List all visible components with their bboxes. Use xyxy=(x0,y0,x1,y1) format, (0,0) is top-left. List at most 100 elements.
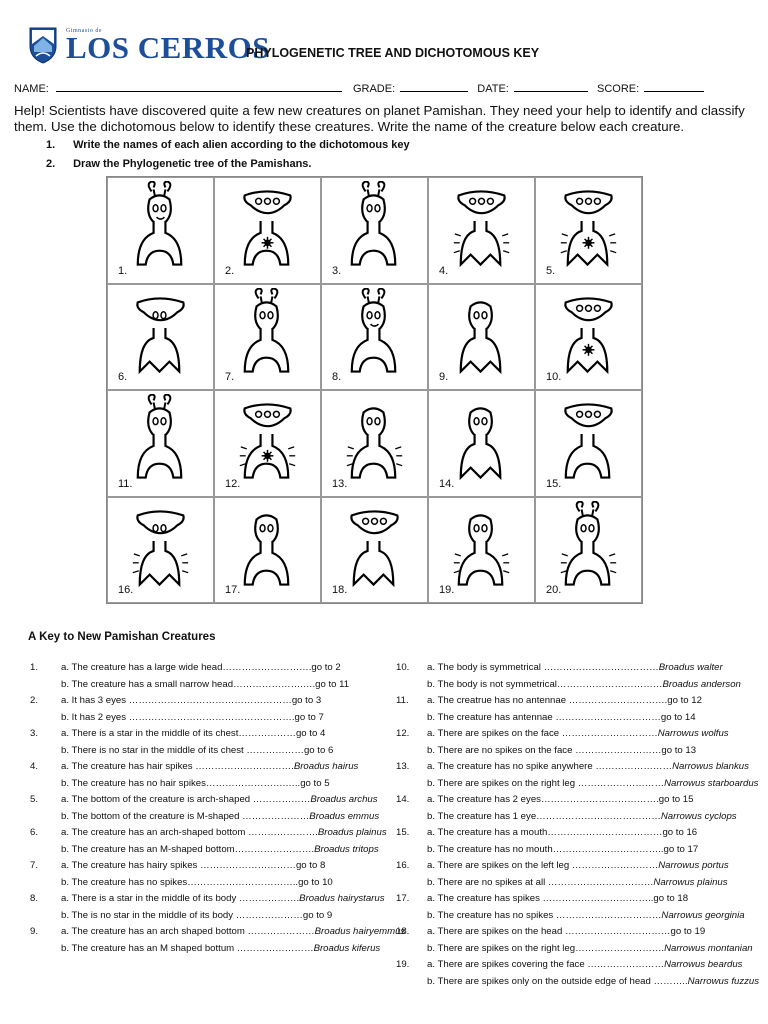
key-entry-text: a. The bottom of the creature is arch-sh… xyxy=(61,792,378,809)
creature-drawing-icon xyxy=(459,300,502,374)
creature-number: 9. xyxy=(439,371,449,383)
key-entry-number: 14. xyxy=(396,794,410,805)
key-entry-statement: b. There are spikes on the right leg…………… xyxy=(427,942,665,954)
species-name: Narrowus blankus xyxy=(672,761,749,772)
key-entry-number: 3. xyxy=(30,728,39,739)
species-name: Broadus anderson xyxy=(662,678,741,690)
key-entry-statement: b. There are spikes on the right leg ………… xyxy=(427,777,665,789)
key-entry-text: a. The body is symmetrical ………………………………B… xyxy=(427,660,723,677)
instruction-number: 2. xyxy=(46,158,56,170)
species-name: Narrowus plainus xyxy=(653,876,728,888)
date-field[interactable] xyxy=(513,91,588,92)
key-entry-text: b. The creature has a small narrow head…… xyxy=(61,677,349,694)
key-entry-text: a. There are spikes on the left leg …………… xyxy=(427,858,729,875)
key-entry-text: a. There are spikes on the head ……………………… xyxy=(427,924,705,941)
species-name: Narrowus starboardus xyxy=(664,777,759,789)
species-name: Narrowus portus xyxy=(658,860,729,871)
key-entry-statement: a. The creature has an arch shaped botto… xyxy=(61,926,315,937)
key-entry-text: b. The creature has 1 eye…………………………………Na… xyxy=(427,809,737,826)
creature-drawing-icon xyxy=(243,190,292,266)
key-entry: 15.a. The creature has a mouth…………………………… xyxy=(396,825,756,842)
creature-drawing-icon xyxy=(564,296,613,374)
key-entry-text: b. The bottom of the creature is M-shape… xyxy=(61,809,379,826)
key-entry: b. There are no spikes on the face ……………… xyxy=(396,743,756,760)
key-entry: b. The creature has no hair spikes………………… xyxy=(30,776,390,793)
key-entry-statement: a. The bottom of the creature is arch-sh… xyxy=(61,794,311,805)
key-entry-text: b. It has 2 eyes …………………………………………….go to… xyxy=(61,710,324,727)
key-entry-text: a. The creature has 2 eyes……………………………….g… xyxy=(427,792,693,809)
creature-cell: 3. xyxy=(321,177,428,284)
key-entry-statement: a. There are spikes on the head ……………………… xyxy=(427,926,706,937)
name-field[interactable] xyxy=(55,91,342,92)
species-name: Narrowus fuzzus xyxy=(687,975,760,987)
school-crest-icon xyxy=(29,27,57,64)
key-entry-number: 5. xyxy=(30,794,39,805)
key-entry-statement: a. There is a star in the middle of its … xyxy=(61,893,300,904)
key-entry-text: b. The creature has no spikes …………………………… xyxy=(427,908,745,925)
creature-number: 11. xyxy=(118,477,133,490)
key-entry: 14. a. The creature has 2 eyes……………………………… xyxy=(396,792,756,809)
creature-cell: 11. xyxy=(107,390,214,497)
key-entry-text: b. The creature has no mouth…………………………….… xyxy=(427,842,698,859)
key-entry-text: b. There is no star in the middle of its… xyxy=(61,743,333,760)
key-entry-statement: a. The body is symmetrical ……………………………… xyxy=(427,662,659,673)
key-entry-text: b. The creature has no spikes……………………………… xyxy=(61,875,333,892)
key-entry: b. The creature has an M shaped bottum …… xyxy=(30,941,390,958)
date-label: DATE: xyxy=(477,83,509,95)
page-header: Gimnasio de Los Cerros PHYLOGENETIC TREE… xyxy=(28,26,748,66)
creature-number: 5. xyxy=(546,264,556,277)
key-entry: 1.a. The creature has a large wide head…… xyxy=(30,660,390,677)
key-entry: 19.a. There are spikes covering the face… xyxy=(396,957,756,974)
key-entry-text: a. The creature has spikes ……………………………..… xyxy=(427,891,688,908)
key-entry: b. The creature has an M-shaped bottom……… xyxy=(30,842,390,859)
creature-number: 12. xyxy=(225,477,241,490)
creature-cell: 9. xyxy=(428,283,535,390)
key-entry-statement: a. The creature has hair spikes ……………………… xyxy=(61,761,294,772)
key-entry-statement: a. The creature has a large wide head………… xyxy=(61,662,341,673)
instruction-number: 1. xyxy=(46,139,56,151)
logo-word-los: Los xyxy=(66,30,130,65)
creature-number: 10. xyxy=(546,371,562,383)
grade-field[interactable] xyxy=(400,91,469,92)
creature-cell: 16. xyxy=(107,496,214,603)
creature-drawing-icon xyxy=(136,181,183,266)
key-entry-statement: b. The creature has an M-shaped bottom……… xyxy=(61,843,315,855)
key-entry-statement: a. There is a star in the middle of its … xyxy=(61,728,326,739)
key-entry: b. The body is not symmetrical…………………………… xyxy=(396,677,756,694)
creature-drawing-icon xyxy=(136,394,183,479)
key-entry-text: b. The is no star in the middle of its b… xyxy=(61,908,332,925)
key-entry: 13.a. The creature has no spike anywhere… xyxy=(396,759,756,776)
creature-drawing-icon xyxy=(350,181,397,266)
species-name: Narrowus beardus xyxy=(664,959,743,970)
species-name: Broadus walter xyxy=(658,662,723,673)
creature-cell: 20. xyxy=(535,496,642,603)
key-entry-statement: b. The creature has antennae ……………………………… xyxy=(427,711,696,723)
key-entry: 11.a. The creatrue has no antennae ……………… xyxy=(396,693,756,710)
key-entry-text: a. There are spikes on the face ……………………… xyxy=(427,726,729,743)
creature-grid: 1.2.3.4.5.6.7.8.9.10.11.12.13.14.15.16.1… xyxy=(106,176,643,604)
score-field[interactable] xyxy=(644,91,705,92)
creature-drawing-icon xyxy=(560,500,617,586)
key-entry-statement: a. The creatrue has no antennae ……………………… xyxy=(427,695,702,706)
key-entry-statement: a. There are spikes on the face ……………………… xyxy=(427,728,658,739)
key-entry-text: b. There are no spikes on the face ……………… xyxy=(427,743,696,760)
score-label: SCORE: xyxy=(596,83,640,95)
species-name: Broadus plainus xyxy=(317,827,387,838)
creature-cell: 12. xyxy=(214,390,321,497)
key-entry: 17.a. The creature has spikes …………………………… xyxy=(396,891,756,908)
key-entry-number: 18. xyxy=(396,926,410,937)
logo-word-cerros: Cerros xyxy=(137,30,270,65)
creature-cell: 15. xyxy=(535,390,642,497)
key-entry: b. It has 2 eyes …………………………………………….go to… xyxy=(30,710,390,727)
key-entry: b. The creature has no spikes……………………………… xyxy=(30,875,390,892)
key-entry-number: 4. xyxy=(30,761,39,772)
key-entry-text: b. There are spikes on the right leg ………… xyxy=(427,776,758,793)
key-entry-statement: b. The creature has no spikes……………………………… xyxy=(61,876,333,888)
key-entry-statement: a. The creature has 2 eyes……………………………….g… xyxy=(427,794,694,805)
key-entry: 2.a. It has 3 eyes ……………………………………………go t… xyxy=(30,693,390,710)
name-label: NAME: xyxy=(14,83,49,95)
key-entry-statement: b. The creature has an M shaped bottum …… xyxy=(61,942,314,954)
species-name: Narrowus georginia xyxy=(661,909,745,921)
key-entry-number: 6. xyxy=(30,827,39,838)
key-entry-statement: b. The bottom of the creature is M-shape… xyxy=(61,810,310,822)
